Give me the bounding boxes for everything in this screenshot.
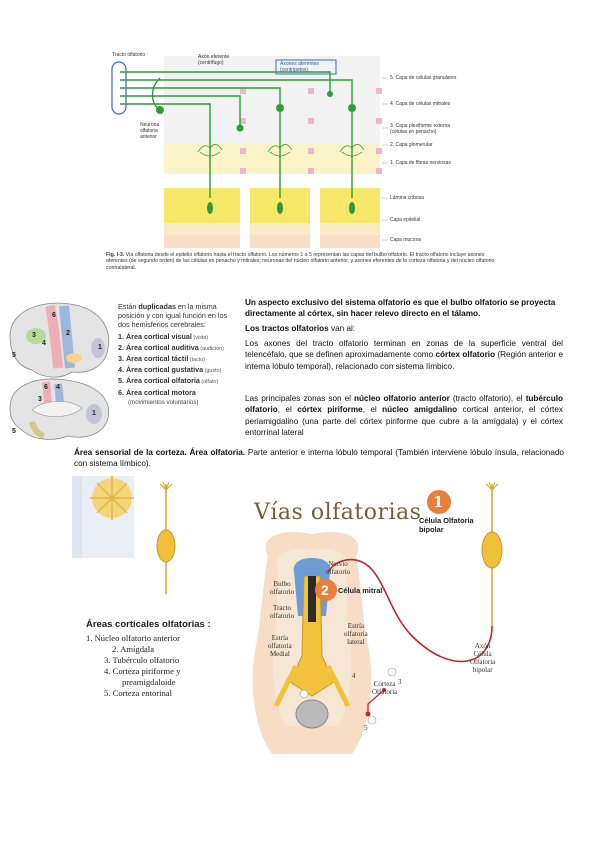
area-item: 6. Área cortical motora	[118, 387, 196, 397]
area-item: 4. Área cortical gustativa (gusto)	[118, 365, 222, 375]
brain-number: 3	[38, 396, 42, 403]
label-tract: Tracto olfatorio	[112, 52, 146, 58]
label-layer1: 1. Capa de fibras nerviosas	[390, 160, 451, 166]
label-axon: Axón Célula Olfatoria bipolar	[470, 642, 496, 674]
brain-number: 5	[12, 352, 16, 359]
paragraph-4: Las principales zonas son el núcleo olfa…	[245, 394, 563, 437]
brain-number: 6	[52, 312, 56, 319]
paragraph-3: Los axones del tracto olfatorio terminan…	[245, 339, 563, 371]
caption-number: Fig. I-3.	[106, 252, 125, 258]
area-number: 5	[364, 724, 368, 732]
olfactory-pathways-figure: Vías olfatorias 1 2 Célula Olfatoria bip…	[72, 476, 542, 754]
label-nerve: Nervio olfatorio	[326, 560, 351, 576]
label-neuron: Neurona olfatoria anterior	[140, 122, 160, 140]
olfactory-pathways-illustration	[72, 476, 503, 754]
brain-number: 3	[32, 332, 36, 339]
area-item: 3. Área cortical táctil (tacto)	[118, 354, 206, 364]
cortical-areas-figure: 6 2 4 3 1 5 6 4 3 1 5 Están duplicadas e…	[2, 296, 242, 446]
paragraph-5: Área sensorial de la corteza. Área olfat…	[74, 448, 564, 469]
area-list-item: preamigdaloide	[122, 677, 176, 687]
label-cortex: Corteza Olfatoria	[372, 680, 398, 696]
figure3-title: Vías olfatorias	[254, 500, 422, 525]
area-list-item: 4. Corteza piriforme y	[104, 666, 181, 676]
label-bipolar-cell: Célula Olfatoria bipolar	[419, 516, 474, 534]
area-item: 2. Área cortical auditiva (audición)	[118, 342, 224, 352]
paragraph-1: Un aspecto exclusivo del sistema olfator…	[245, 298, 556, 319]
label-cribosa: Lámina cribosa	[390, 195, 424, 201]
area-item: 1. Área cortical visual (vista)	[118, 331, 209, 341]
label-layer4: 4. Capa de células mitrales	[390, 101, 451, 107]
area-list-item: 1. Núcleo olfatorio anterior	[86, 633, 181, 643]
paragraph-2: Los tractos olfatorios van al:	[245, 324, 356, 333]
badge-1: 1	[433, 493, 444, 511]
label-mitral-cell: Célula mitral	[338, 586, 383, 595]
badge-2: 2	[321, 582, 329, 598]
areas-list: 1. Núcleo olfatorio anterior 2. Amígdala…	[86, 633, 180, 699]
brain-number: 1	[98, 344, 102, 351]
label-epitelial: Capa epitelial	[390, 217, 421, 223]
label-mucosa: Capa mucosa	[390, 237, 421, 243]
area-list-item: 2. Amígdala	[112, 644, 155, 654]
motor-note: (movimientos voluntarios)	[128, 398, 199, 406]
label-bulb: Bulbo olfatorio	[270, 580, 295, 596]
brain-number: 4	[42, 340, 46, 347]
intro-pre: Están	[118, 302, 139, 311]
brain-number: 2	[66, 330, 70, 337]
intro-post: en la misma posición y con igual función…	[118, 302, 228, 330]
caption-text: Vía olfatoria desde el epitelio olfatori…	[106, 252, 495, 271]
brain-number: 4	[56, 384, 60, 391]
cortical-areas-list: Están duplicadas en la misma posición y …	[118, 302, 240, 407]
olfactory-pathway-figure: Tracto olfatorio Axón eferente (centrífu…	[100, 48, 500, 298]
area-number: 4	[352, 672, 356, 680]
areas-intro: Están duplicadas en la misma posición y …	[118, 302, 240, 330]
brain-number: 6	[44, 384, 48, 391]
label-medial-stria: Estría olfatoria Medial	[268, 634, 292, 658]
areas-title: Áreas corticales olfatorias :	[86, 619, 211, 630]
brain-number: 5	[12, 428, 16, 435]
label-layer2: 2. Capa glomerular	[390, 142, 433, 148]
label-afferent: Axones aferentes (centrípetos)	[280, 61, 319, 73]
label-layer3: 3. Capa plexiforme externa (células en p…	[390, 123, 451, 135]
label-efferent: Axón eferente (centrífugo)	[198, 54, 230, 66]
brain-hemispheres-illustration	[9, 302, 110, 440]
area-list-item: 3. Tubérculo olfatorio	[104, 655, 180, 665]
figure1-caption: Fig. I-3. Vía olfatoria desde el epiteli…	[106, 252, 498, 271]
intro-bold: duplicadas	[138, 302, 176, 311]
area-list-item: 5. Corteza entorinal	[104, 688, 173, 698]
brain-number: 1	[92, 410, 96, 417]
label-lateral-stria: Estría olfatoria lateral	[344, 622, 368, 646]
area-item: 5. Área cortical olfatoria (olfato)	[118, 376, 219, 386]
area-number: 3	[398, 678, 402, 686]
label-tract: Tracto olfatorio	[270, 604, 295, 620]
label-layer5: 5. Capa de células granulares	[390, 75, 457, 81]
olfactory-pathway-diagram	[111, 56, 388, 248]
